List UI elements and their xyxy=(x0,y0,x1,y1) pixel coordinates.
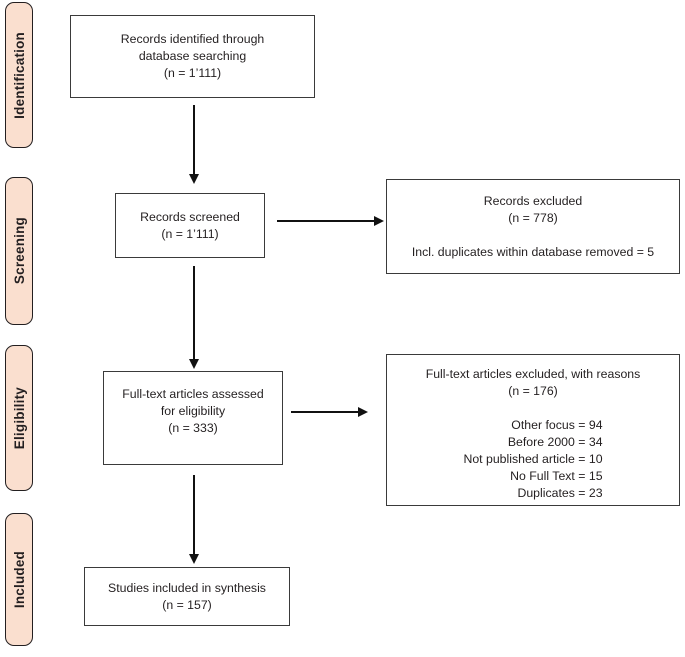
arrowhead-down-icon xyxy=(189,554,199,564)
stage-label-included: Included xyxy=(11,550,27,609)
arrowhead-right-icon xyxy=(374,216,384,226)
arrow-fulltext-to-excluded xyxy=(291,407,368,417)
box-records-identified-line-1: Records identified through xyxy=(120,32,265,46)
box-records-excluded-note: Incl. duplicates within database removed… xyxy=(411,244,655,259)
arrow-screened-to-excluded xyxy=(277,216,384,226)
stage-pill-identification: Identification xyxy=(5,2,33,148)
arrow-screened-to-fulltext xyxy=(189,266,199,369)
stage-pill-screening: Screening xyxy=(5,177,33,325)
box-studies-included-line-1: Studies included in synthesis xyxy=(108,580,266,595)
box-fulltext-excluded: Full-text articles excluded, with reason… xyxy=(386,354,680,506)
box-records-excluded-count: (n = 778) xyxy=(508,210,558,225)
exclusion-reason-no-full-text: No Full Text = 15 xyxy=(510,469,603,483)
stage-pill-eligibility: Eligibility xyxy=(5,345,33,491)
box-records-excluded: Records excluded (n = 778) Incl. duplica… xyxy=(386,179,680,274)
stage-label-screening: Screening xyxy=(11,217,27,285)
arrow-identified-to-screened xyxy=(189,105,199,184)
box-fulltext-assessed-line-1: Full-text articles assessed xyxy=(122,387,264,401)
box-studies-included: Studies included in synthesis (n = 157) xyxy=(84,567,290,626)
box-records-screened-count: (n = 1’111) xyxy=(161,226,219,241)
arrowhead-right-icon xyxy=(358,407,368,417)
box-records-screened: Records screened (n = 1’111) xyxy=(115,193,265,258)
arrowhead-down-icon xyxy=(189,174,199,184)
box-fulltext-assessed-count: (n = 333) xyxy=(168,421,218,435)
exclusion-reason-not-published-article: Not published article = 10 xyxy=(463,452,603,466)
stage-label-eligibility: Eligibility xyxy=(11,386,27,450)
box-records-screened-line-1: Records screened xyxy=(140,209,240,224)
exclusion-reason-duplicates: Duplicates = 23 xyxy=(517,486,603,500)
box-records-identified-count: (n = 1’111) xyxy=(163,66,222,80)
exclusion-reason-before-2000: Before 2000 = 34 xyxy=(507,435,603,449)
box-records-identified: Records identified through database sear… xyxy=(70,15,315,98)
arrowhead-down-icon xyxy=(189,359,199,369)
box-studies-included-count: (n = 157) xyxy=(162,597,212,612)
stage-pill-included: Included xyxy=(5,513,33,646)
box-fulltext-assessed-line-2: for eligibility xyxy=(160,404,226,418)
stage-label-identification: Identification xyxy=(11,31,27,119)
box-fulltext-excluded-count: (n = 176) xyxy=(508,384,558,398)
arrow-fulltext-to-included xyxy=(189,475,199,564)
box-fulltext-assessed: Full-text articles assessed for eligibil… xyxy=(103,371,283,465)
box-fulltext-excluded-line-1: Full-text articles excluded, with reason… xyxy=(425,367,641,381)
exclusion-reason-other-focus: Other focus = 94 xyxy=(511,418,603,432)
exclusion-reasons-list: Other focus = 94 Before 2000 = 34 Not pu… xyxy=(463,417,602,502)
box-records-identified-line-2: database searching xyxy=(138,49,247,63)
box-records-excluded-line-1: Records excluded xyxy=(483,193,583,208)
